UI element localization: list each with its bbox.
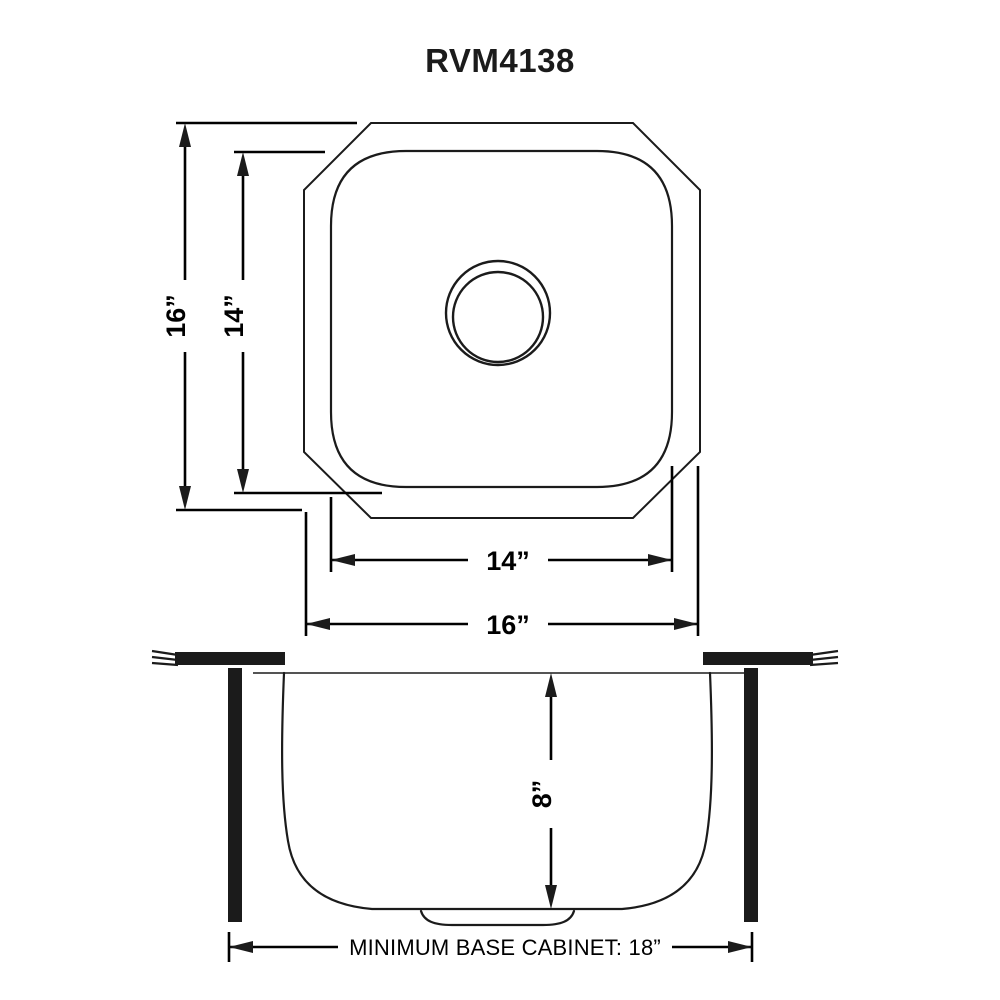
dimension-label-overall-height: 16” [161, 294, 191, 338]
arrowhead-up [179, 123, 191, 147]
countertop-slab-left [175, 652, 285, 665]
arrowhead-up [545, 673, 557, 697]
dimension-label-bowl-height: 14” [219, 294, 249, 338]
countertop-slab-right [703, 652, 813, 665]
dimension-label-bowl-depth: 8” [527, 780, 557, 809]
arrowhead-left [229, 941, 253, 953]
arrowhead-down [237, 469, 249, 493]
arrowhead-right [674, 618, 698, 630]
dimension-bowl-height: 14” [219, 150, 382, 495]
dimension-label-bowl-width: 14” [486, 546, 530, 576]
arrowhead-left [331, 554, 355, 566]
drain-recess [419, 909, 576, 927]
dimension-label-overall-width: 16” [486, 610, 530, 640]
sink-basin-profile [280, 671, 714, 911]
drain-outer-ring [444, 259, 552, 367]
countertop-hatch-right [809, 649, 839, 667]
dimension-bowl-depth: 8” [527, 673, 557, 909]
sink-outer-outline [303, 122, 701, 519]
dimension-overall-width: 16” [304, 466, 700, 640]
arrowhead-down [545, 885, 557, 909]
arrowhead-down [179, 486, 191, 510]
top-view: 16” 14” 14” [161, 121, 701, 640]
sink-bowl-outline [329, 149, 674, 489]
arrowhead-left [306, 618, 330, 630]
countertop-hatch-left [151, 649, 179, 667]
cross-section-view: 8” MINIMUM BASE CABINET: 18” [151, 649, 839, 962]
cabinet-wall-right [744, 668, 758, 922]
page-title: RVM4138 [425, 42, 575, 79]
drain-inner-ring [451, 270, 545, 364]
dimension-minimum-base-cabinet: MINIMUM BASE CABINET: 18” [227, 932, 754, 962]
dimension-bowl-width: 14” [329, 466, 674, 576]
arrowhead-right [728, 941, 752, 953]
arrowhead-up [237, 152, 249, 176]
cabinet-wall-left [228, 668, 242, 922]
arrowhead-right [648, 554, 672, 566]
dimension-overall-height: 16” [161, 121, 357, 512]
dimension-label-minimum-base-cabinet: MINIMUM BASE CABINET: 18” [349, 935, 661, 960]
